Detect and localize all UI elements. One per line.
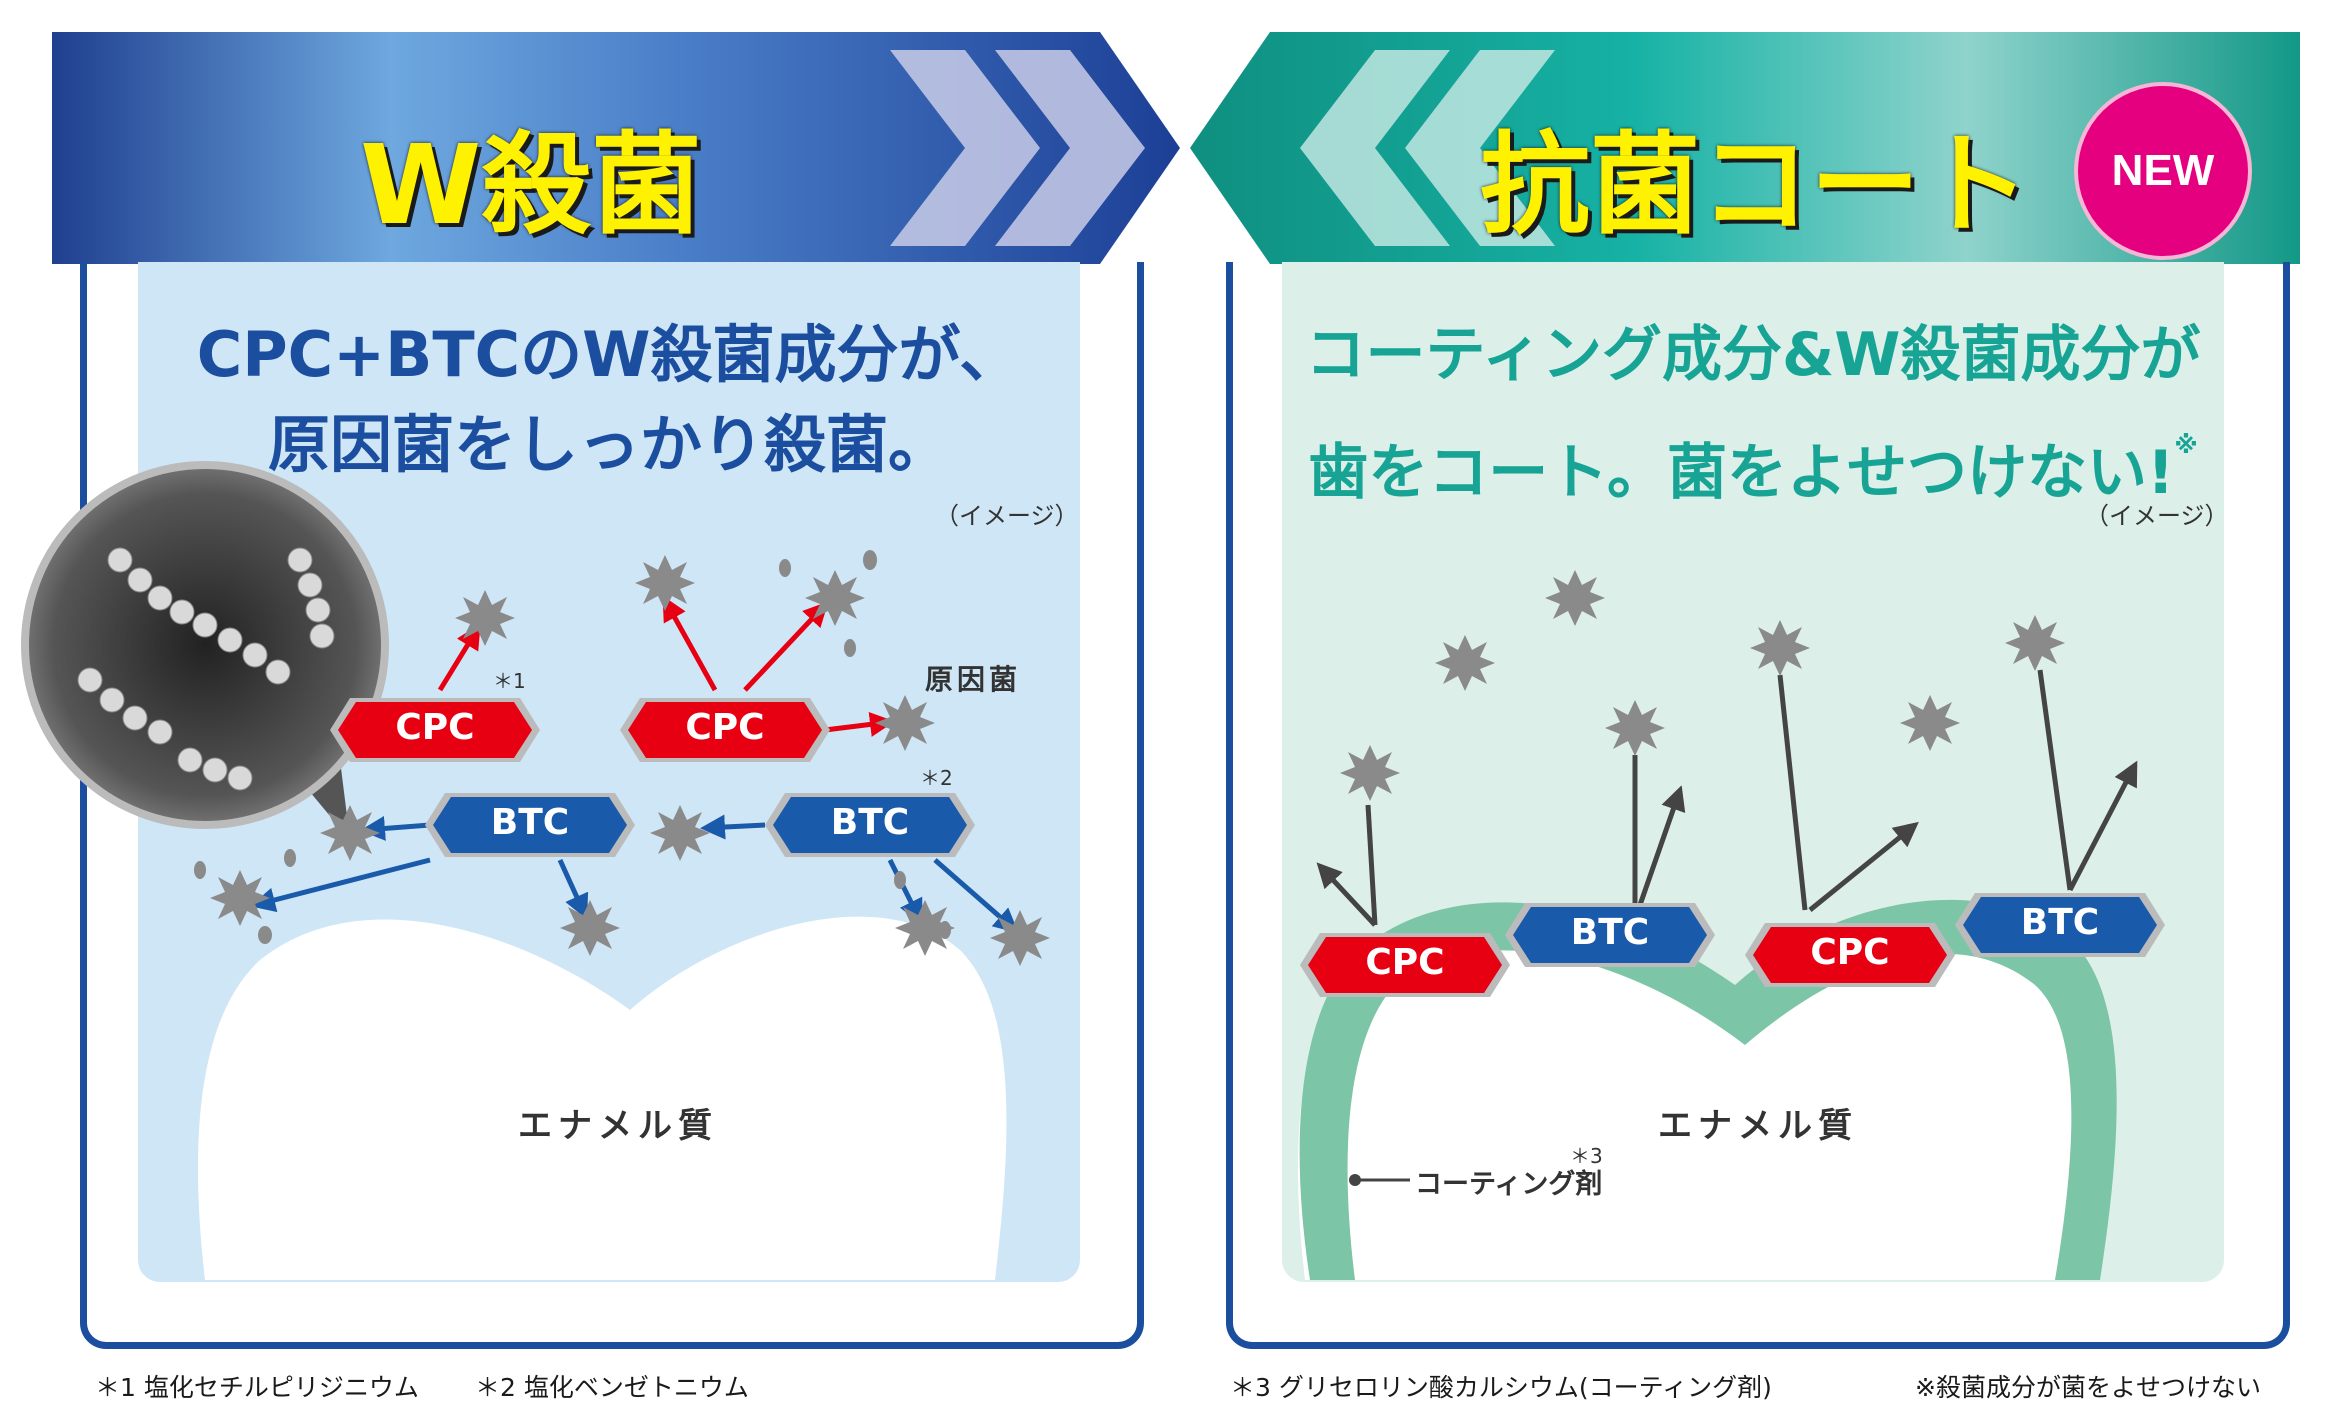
arrow-btc2-left bbox=[700, 814, 766, 840]
right-headline-line2-wrap: 歯をコート。菌をよせつけない!※ bbox=[1282, 400, 2224, 518]
left-cpc-tag-2 bbox=[620, 698, 830, 762]
germ bbox=[895, 900, 955, 956]
left-cpc-tag-1 bbox=[330, 698, 540, 762]
right-image-note: （イメージ） bbox=[2085, 502, 2229, 530]
left-header-banner bbox=[52, 32, 1180, 264]
marker-3: ＊3 bbox=[1570, 1144, 1603, 1168]
bacteria-chains bbox=[77, 547, 335, 791]
germ bbox=[1435, 635, 1495, 691]
right-cpc-label-2: CPC bbox=[1810, 932, 1890, 973]
germ bbox=[320, 805, 380, 861]
left-headline-line1: CPC+BTCのW殺菌成分が、 bbox=[196, 318, 1022, 391]
left-header-title: W殺菌 bbox=[360, 121, 702, 249]
footnote-2: ＊2 塩化ベンゼトニウム bbox=[475, 1373, 749, 1402]
marker-2: ＊2 bbox=[920, 766, 953, 790]
left-chevron-1 bbox=[890, 50, 1040, 246]
right-tooth bbox=[1297, 916, 2107, 1280]
right-btc-tag-1 bbox=[1505, 903, 1715, 967]
germ bbox=[650, 805, 710, 861]
arrow-r6 bbox=[1808, 821, 1919, 912]
new-badge: NEW bbox=[2078, 86, 2248, 256]
right-header-title: 抗菌コート bbox=[1480, 121, 2030, 249]
arrow-r4 bbox=[1637, 785, 1686, 906]
label-bacteria: 原因菌 bbox=[925, 663, 1022, 696]
left-btc-label-2: BTC bbox=[830, 802, 910, 843]
germ bbox=[990, 910, 1050, 966]
arrow-cpc1-up bbox=[437, 623, 481, 692]
arrow-btc2-down-right bbox=[933, 858, 1019, 934]
left-headline-line2: 原因菌をしっかり殺菌。 bbox=[267, 408, 950, 481]
arrow-cpc2-upleft bbox=[662, 595, 718, 692]
arrow-btc2-down bbox=[887, 858, 923, 925]
left-cpc-label-2: CPC bbox=[685, 707, 765, 748]
right-chevron-2 bbox=[1405, 50, 1555, 246]
arrow-btc1-down bbox=[557, 858, 589, 920]
right-headline-line2: 歯をコート。菌をよせつけない! bbox=[1308, 438, 2175, 508]
right-cpc-tag-1 bbox=[1300, 933, 1510, 997]
arrow-r2 bbox=[1365, 804, 1378, 926]
germ bbox=[1750, 620, 1810, 676]
left-cpc-label-1: CPC bbox=[395, 707, 475, 748]
right-btc-tag-2 bbox=[1955, 893, 2165, 957]
right-germs bbox=[1340, 570, 2065, 801]
germ bbox=[455, 590, 515, 646]
left-image-note: （イメージ） bbox=[935, 502, 1079, 530]
footnote-1: ＊1 塩化セチルピリジニウム bbox=[95, 1373, 419, 1402]
right-btc-label-2: BTC bbox=[2020, 902, 2100, 943]
arrow-r7 bbox=[2037, 669, 2073, 891]
right-chevron-1 bbox=[1300, 50, 1450, 246]
footnote-3: ＊3 グリセロリン酸カルシウム(コーティング剤) bbox=[1230, 1373, 1772, 1402]
right-enamel-label: エナメル質 bbox=[1658, 1106, 1858, 1146]
left-btc-tag-1 bbox=[425, 793, 635, 857]
arrow-r1 bbox=[1316, 862, 1377, 927]
arrow-cpc2-upright bbox=[743, 601, 829, 692]
left-enamel-label: エナメル質 bbox=[518, 1106, 718, 1146]
right-cpc-tag-2 bbox=[1745, 923, 1955, 987]
germ bbox=[1340, 745, 1400, 801]
germ bbox=[560, 900, 620, 956]
coating-label: コーティング剤 bbox=[1415, 1169, 1603, 1200]
arrow-btc1-down-left bbox=[250, 857, 431, 913]
germ bbox=[635, 555, 695, 611]
arrow-btc1-left bbox=[360, 816, 431, 841]
right-cpc-label-1: CPC bbox=[1365, 942, 1445, 983]
left-panel-frame bbox=[80, 262, 1144, 1349]
germ bbox=[1900, 695, 1960, 751]
germ bbox=[1545, 570, 1605, 626]
footnote-note: ※殺菌成分が菌をよせつけない bbox=[1915, 1373, 2261, 1402]
right-headline-line1: コーティング成分&W殺菌成分が bbox=[1305, 320, 2201, 390]
left-btc-tag-2 bbox=[765, 793, 975, 857]
left-headline: CPC+BTCのW殺菌成分が、 原因菌をしっかり殺菌。 bbox=[138, 310, 1080, 490]
germ bbox=[1605, 700, 1665, 756]
germ bbox=[210, 870, 270, 926]
right-btc-label-1: BTC bbox=[1570, 912, 1650, 953]
germ bbox=[875, 695, 935, 751]
left-tooth bbox=[197, 916, 1007, 1280]
germ bbox=[2005, 615, 2065, 671]
right-headline-mark: ※ bbox=[2174, 431, 2198, 459]
marker-1: ＊1 bbox=[493, 669, 526, 693]
right-headline: コーティング成分&W殺菌成分が 歯をコート。菌をよせつけない!※ bbox=[1282, 310, 2224, 518]
left-btc-label-1: BTC bbox=[490, 802, 570, 843]
left-chevron-2 bbox=[995, 50, 1145, 246]
new-badge-label: NEW bbox=[2111, 146, 2215, 195]
left-germs bbox=[194, 550, 1050, 966]
right-panel-frame bbox=[1226, 262, 2290, 1349]
header-banners bbox=[52, 32, 2300, 264]
arrow-r5 bbox=[1777, 674, 1808, 911]
germ bbox=[805, 570, 865, 626]
arrow-r8 bbox=[2067, 760, 2138, 892]
